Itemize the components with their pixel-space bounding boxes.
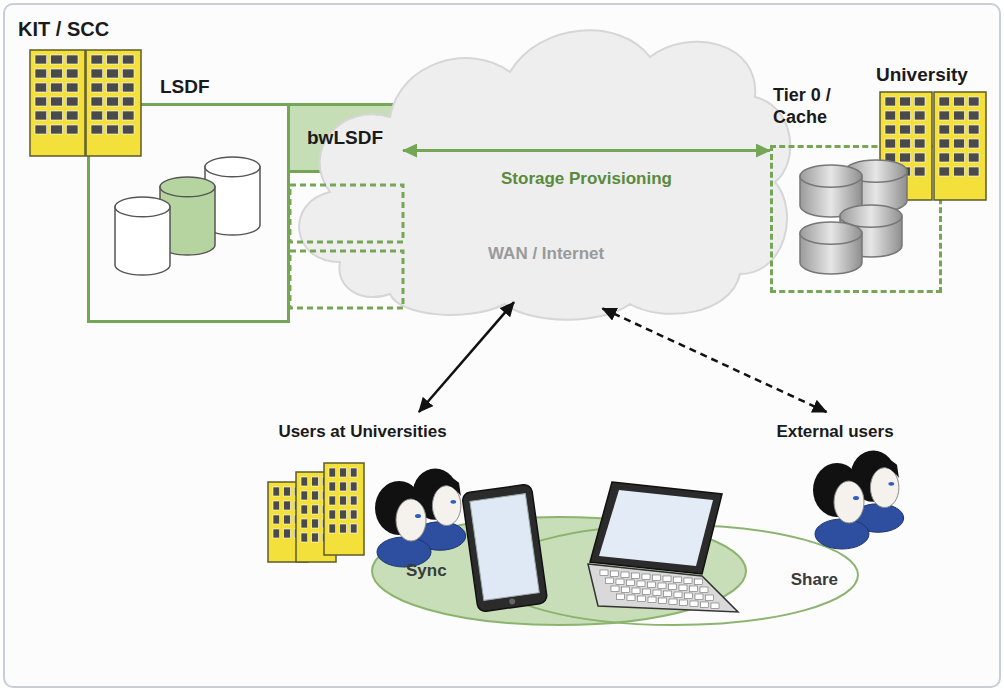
text-slot: Tier 0 / Cache xyxy=(773,84,859,128)
text-slot: KIT / SCC xyxy=(18,18,109,41)
storage-cylinder xyxy=(845,160,907,212)
cloud-shape xyxy=(299,30,790,319)
storage-cylinder xyxy=(160,177,215,255)
building-icon xyxy=(934,92,986,200)
user-group: External users xyxy=(750,412,920,452)
node-label: Share xyxy=(791,570,838,590)
storage-cylinder xyxy=(800,222,862,274)
person-icon xyxy=(412,469,465,551)
ellipse-shape xyxy=(372,517,746,625)
node-label: WAN / Internet xyxy=(488,244,604,264)
person-icon xyxy=(813,463,869,549)
text-slot: Sync xyxy=(406,561,447,581)
node-label: bwLSDF xyxy=(307,127,383,149)
text-slot: Storage Provisioning xyxy=(498,169,675,189)
person-icon xyxy=(850,451,903,533)
text-slot: University xyxy=(876,64,968,86)
connector xyxy=(602,308,826,412)
building-icon xyxy=(880,92,932,200)
user-group: Users at Universities xyxy=(245,412,480,452)
building-icon xyxy=(268,482,308,562)
node-label: External users xyxy=(776,422,893,442)
sync-ellipse: Sync xyxy=(370,515,748,627)
storage-cylinder xyxy=(800,165,862,217)
building-icon xyxy=(30,50,85,156)
storage-cylinder xyxy=(840,205,902,257)
text-slot: Users at Universities xyxy=(245,412,480,452)
text-slot: LSDF xyxy=(160,76,210,98)
node-label: Sync xyxy=(406,561,447,581)
storage-facility-box: LSDFbwLSDF xyxy=(87,103,290,323)
ellipse-shape xyxy=(490,525,858,625)
text-slot: Share xyxy=(791,570,838,590)
storage-cylinder xyxy=(115,197,170,275)
node-label: LSDF xyxy=(160,76,210,98)
node-label: Users at Universities xyxy=(278,422,446,442)
connector xyxy=(419,302,514,412)
connector xyxy=(403,149,770,152)
storage-slot xyxy=(290,185,403,242)
tablet-icon xyxy=(462,484,548,613)
text-slot: WAN / Internet xyxy=(488,244,604,264)
storage-slot xyxy=(290,251,403,308)
building-icon xyxy=(296,472,336,562)
laptop-icon xyxy=(588,482,738,612)
site-label: KIT / SCC xyxy=(18,18,109,41)
edge-label: Storage Provisioning xyxy=(498,169,675,189)
storage-cylinder xyxy=(205,157,260,235)
cache-box: Tier 0 / Cache xyxy=(770,145,942,293)
node-label: Tier 0 / Cache xyxy=(773,84,859,128)
text-slot: External users xyxy=(750,412,920,452)
building-icon xyxy=(324,463,364,555)
site-label: University xyxy=(876,64,968,86)
share-ellipse: Share xyxy=(488,523,860,627)
building-icon xyxy=(86,50,141,156)
person-icon xyxy=(375,481,431,567)
